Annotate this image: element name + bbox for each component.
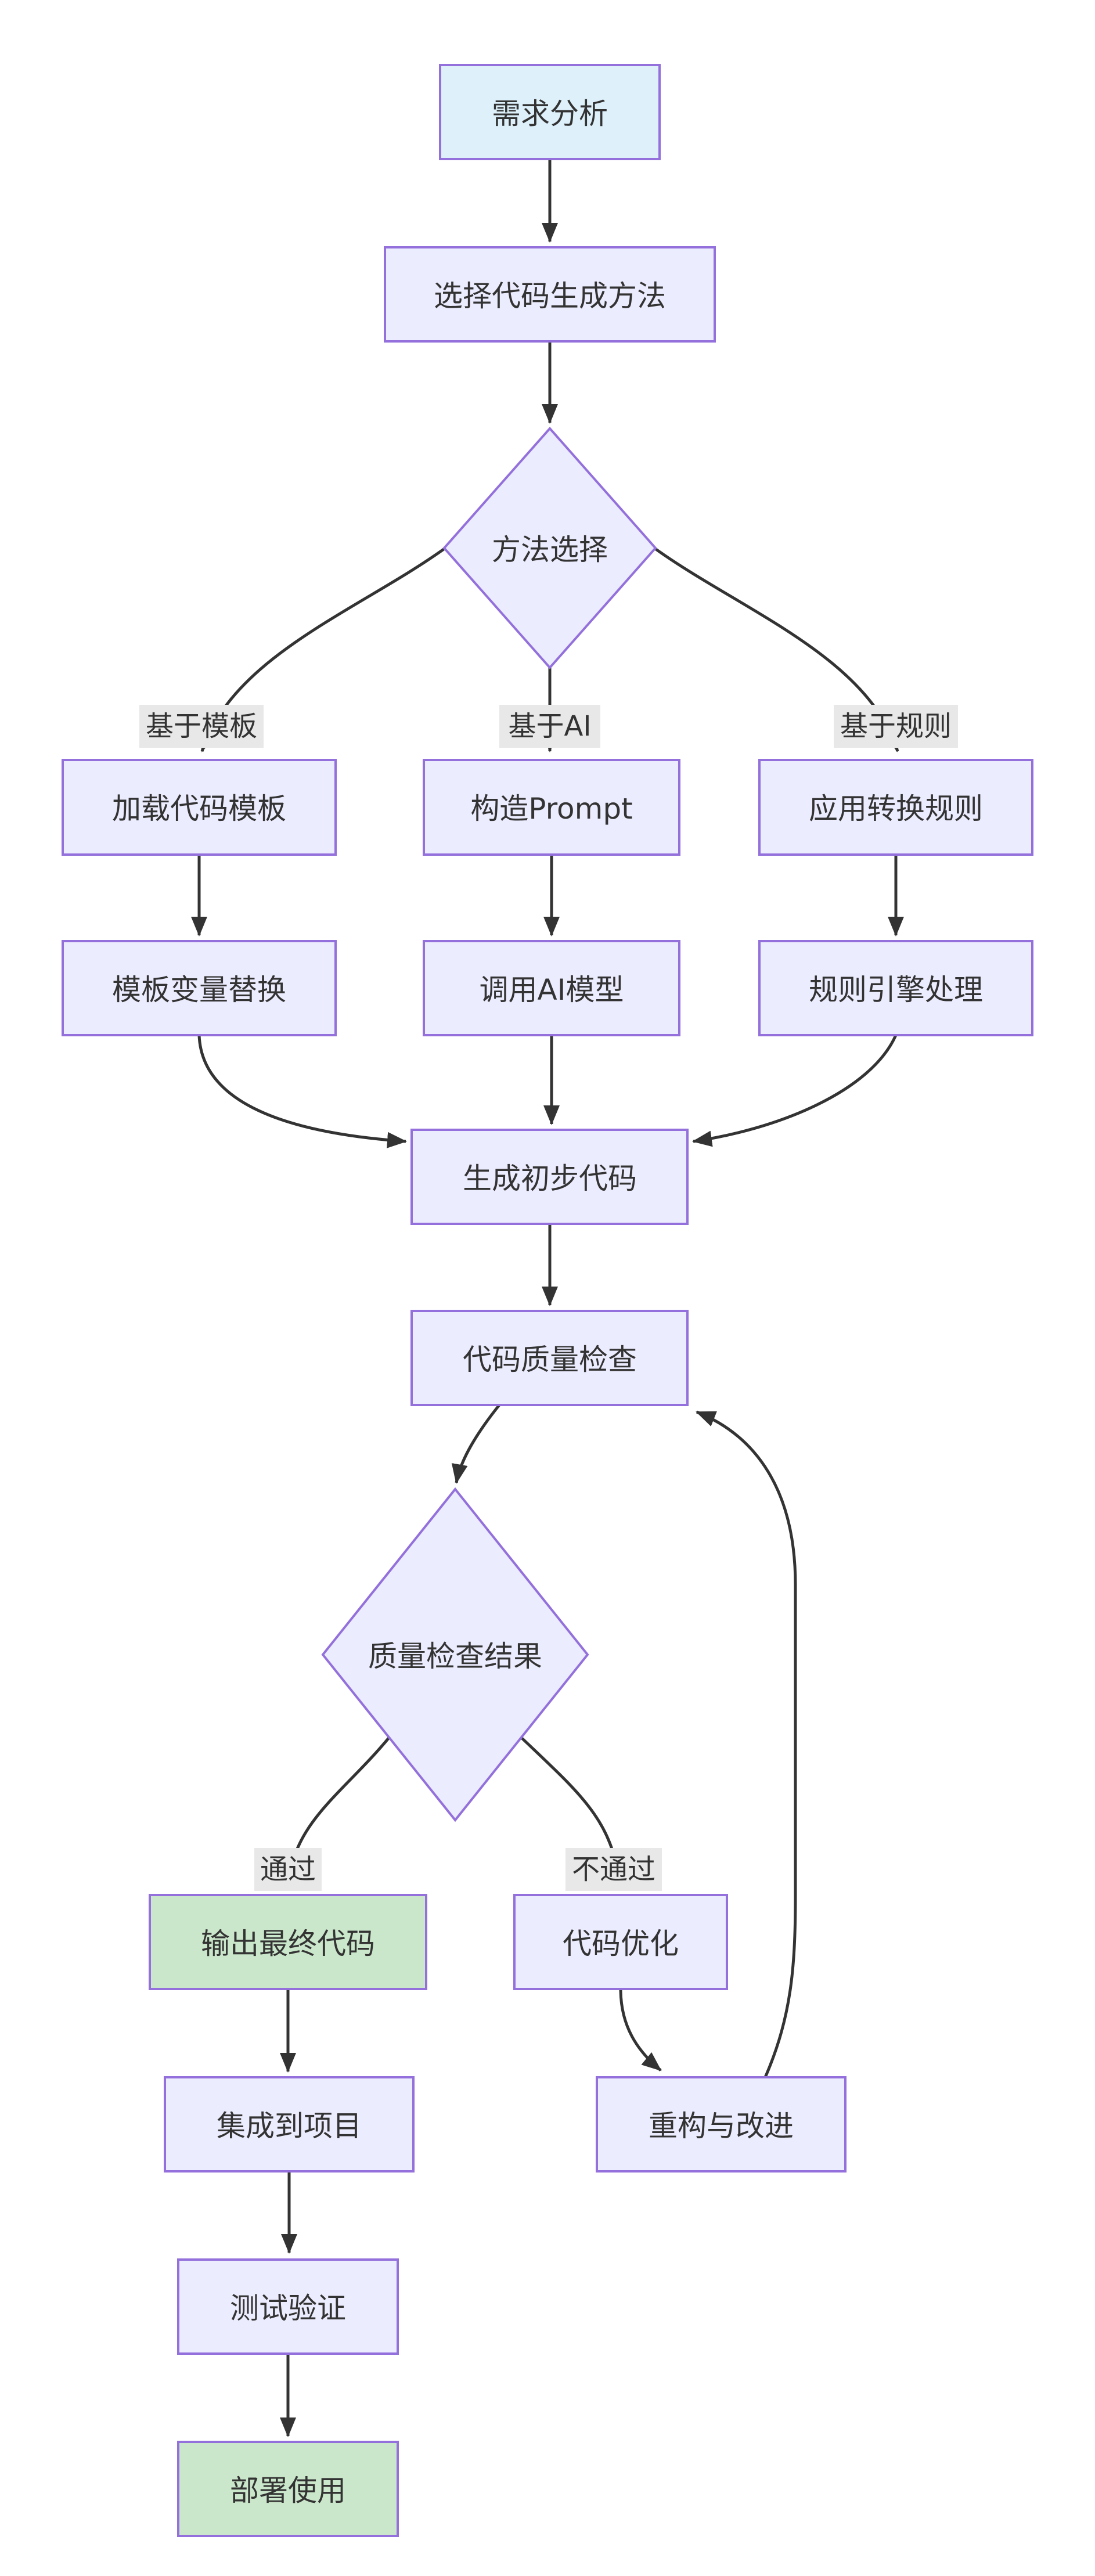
node-load-code-template: 加载代码模板 — [62, 759, 337, 856]
edge-label-ai-based: 基于AI — [509, 710, 592, 743]
node-refactor-and-improve-label: 重构与改进 — [649, 2109, 794, 2143]
node-template-variable-substitution-label: 模板变量替换 — [112, 973, 286, 1007]
edge-quality-check-to-quality-result — [451, 1404, 500, 1484]
node-integrate-into-project: 集成到项目 — [164, 2076, 415, 2173]
decision-quality-check-result-diamond — [321, 1487, 589, 1822]
node-construct-prompt: 构造Prompt — [423, 759, 680, 856]
node-requirements-analysis-box — [439, 64, 661, 160]
node-output-final-code-box — [149, 1894, 427, 1990]
node-code-quality-check-box — [410, 1310, 689, 1406]
node-test-verification-box — [177, 2258, 399, 2355]
decision-method-selection: 方法选择 — [442, 426, 657, 670]
node-select-generation-method-label: 选择代码生成方法 — [434, 279, 666, 313]
node-integrate-into-project-label: 集成到项目 — [217, 2109, 362, 2143]
node-code-optimization-label: 代码优化 — [563, 1927, 679, 1961]
node-template-variable-substitution-box — [62, 940, 337, 1036]
edge-label-bg-template-based — [139, 705, 264, 748]
node-apply-transformation-rules-box — [758, 759, 1033, 856]
edge-label-bg-pass — [254, 1848, 322, 1891]
edge-refactor-to-quality-check-loop — [696, 1410, 797, 2078]
edge-label-bg-rule-based — [834, 705, 958, 748]
decision-quality-check-result-label: 质量检查结果 — [368, 1640, 542, 1673]
node-code-optimization: 代码优化 — [513, 1894, 728, 1990]
node-apply-transformation-rules-label: 应用转换规则 — [809, 792, 983, 826]
edge-labels-layer: 基于模板 基于AI 基于规则 通过 不通过 — [139, 705, 958, 1891]
edge-label-pass: 通过 — [260, 1853, 316, 1886]
node-generate-preliminary-code: 生成初步代码 — [410, 1129, 689, 1225]
nodes-layer: 需求分析 选择代码生成方法 方法选择 加载代码模板 构造Prompt 应用转换规… — [62, 64, 1033, 2537]
node-generate-preliminary-code-box — [410, 1129, 689, 1225]
node-rule-engine-processing-label: 规则引擎处理 — [809, 973, 983, 1007]
node-apply-transformation-rules: 应用转换规则 — [758, 759, 1033, 856]
node-code-quality-check-label: 代码质量检查 — [463, 1343, 637, 1377]
node-deploy-and-use-label: 部署使用 — [230, 2474, 346, 2507]
node-select-generation-method: 选择代码生成方法 — [384, 246, 716, 343]
edge-label-rule-based: 基于规则 — [840, 710, 952, 743]
edge-label-bg-fail — [565, 1848, 662, 1891]
node-requirements-analysis: 需求分析 — [439, 64, 661, 160]
edge-label-template-based: 基于模板 — [146, 710, 257, 743]
node-output-final-code-label: 输出最终代码 — [201, 1927, 375, 1961]
node-refactor-and-improve-box — [596, 2076, 847, 2173]
node-rule-engine-processing: 规则引擎处理 — [758, 940, 1033, 1036]
node-integrate-into-project-box — [164, 2076, 415, 2173]
node-select-generation-method-box — [384, 246, 716, 343]
node-test-verification: 测试验证 — [177, 2258, 399, 2355]
edge-rule-engine-to-gen-code — [692, 1034, 898, 1147]
node-code-quality-check: 代码质量检查 — [410, 1310, 689, 1406]
node-output-final-code: 输出最终代码 — [149, 1894, 427, 1990]
node-requirements-analysis-label: 需求分析 — [492, 97, 608, 131]
node-construct-prompt-box — [423, 759, 680, 856]
node-deploy-and-use: 部署使用 — [177, 2441, 399, 2537]
node-call-ai-model-label: 调用AI模型 — [480, 973, 624, 1007]
node-construct-prompt-label: 构造Prompt — [470, 792, 632, 826]
node-code-optimization-box — [513, 1894, 728, 1990]
node-test-verification-label: 测试验证 — [230, 2292, 346, 2325]
node-call-ai-model-box — [423, 940, 680, 1036]
node-load-code-template-label: 加载代码模板 — [112, 792, 286, 826]
decision-method-selection-diamond — [442, 426, 657, 670]
node-generate-preliminary-code-label: 生成初步代码 — [463, 1162, 637, 1195]
decision-method-selection-label: 方法选择 — [492, 533, 608, 567]
decision-quality-check-result: 质量检查结果 — [321, 1487, 589, 1822]
edge-optimize-to-refactor — [619, 1988, 662, 2071]
node-rule-engine-processing-box — [758, 940, 1033, 1036]
edge-label-fail: 不通过 — [572, 1853, 655, 1886]
node-call-ai-model: 调用AI模型 — [423, 940, 680, 1036]
edge-label-bg-ai-based — [499, 705, 600, 748]
node-deploy-and-use-box — [177, 2441, 399, 2537]
node-template-variable-substitution: 模板变量替换 — [62, 940, 337, 1036]
edge-template-vars-to-gen-code — [197, 1035, 407, 1148]
node-refactor-and-improve: 重构与改进 — [596, 2076, 847, 2173]
node-load-code-template-box — [62, 759, 337, 856]
